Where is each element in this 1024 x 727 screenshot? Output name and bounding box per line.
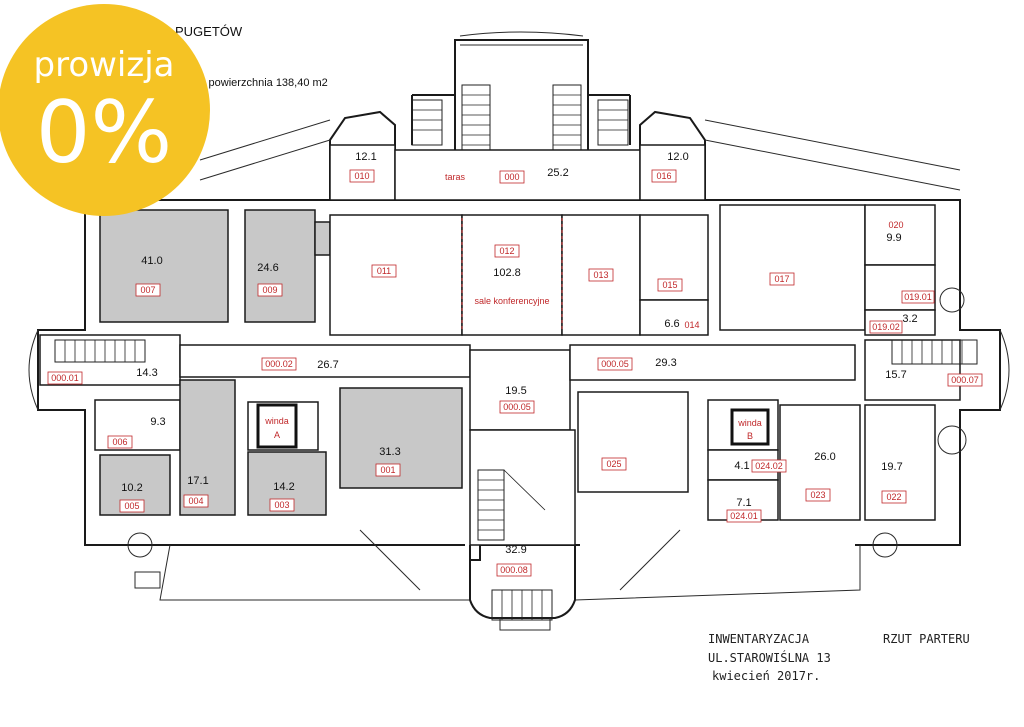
- code-012: 012: [499, 246, 514, 256]
- stamp-plan-name: RZUT PARTERU: [883, 632, 970, 646]
- code-011: 011: [377, 266, 391, 276]
- code-020: 020: [888, 220, 903, 230]
- label-taras: taras: [445, 172, 466, 182]
- elevator-a-label-1: winda: [264, 416, 289, 426]
- room-025[interactable]: [577, 391, 689, 493]
- stairs-main: [477, 469, 546, 541]
- code-003: 003: [274, 500, 289, 510]
- page-title: C PUGETÓW: [162, 24, 243, 39]
- code-023: 023: [810, 490, 825, 500]
- area-024-01: 7.1: [736, 497, 751, 509]
- stairs-south: [491, 589, 553, 621]
- badge-circle: [0, 4, 210, 216]
- code-024-01: 024.01: [730, 511, 758, 521]
- badge-line-1: prowizja: [34, 45, 175, 85]
- area-024-02: 4.1: [734, 460, 749, 472]
- code-017: 017: [774, 274, 789, 284]
- area-020: 9.9: [886, 232, 901, 244]
- rooms-layer: [39, 144, 961, 546]
- code-022: 022: [886, 492, 901, 502]
- room-009[interactable]: [244, 209, 316, 323]
- code-024-02: 024.02: [755, 461, 783, 471]
- code-004: 004: [188, 496, 203, 506]
- code-000-02: 000.02: [265, 359, 293, 369]
- area-info: y powierzchnia 138,40 m2: [200, 77, 328, 89]
- area-010: 12.1: [355, 151, 376, 163]
- rear-steps-right: [597, 99, 629, 146]
- elevator-a: winda A: [256, 403, 298, 449]
- code-000-08: 000.08: [500, 565, 528, 575]
- area-000-07: 15.7: [885, 369, 906, 381]
- area-023: 26.0: [814, 451, 835, 463]
- code-000: 000: [504, 172, 519, 182]
- code-019-02: 019.02: [872, 322, 900, 332]
- stamp-line-3: kwiecień 2017r.: [712, 669, 820, 683]
- code-013: 013: [593, 270, 608, 280]
- room-labels: 12.1 010 taras 000 25.2 12.0 016 41.0 00…: [47, 151, 983, 577]
- area-000-08: 32.9: [505, 544, 526, 556]
- elevator-a-label-2: A: [274, 430, 280, 440]
- code-025: 025: [606, 459, 621, 469]
- room-014[interactable]: [639, 299, 709, 336]
- area-004: 17.1: [187, 475, 208, 487]
- elevator-b-label-2: B: [747, 431, 753, 441]
- area-006: 9.3: [150, 416, 165, 428]
- area-000-05-hall: 19.5: [505, 385, 526, 397]
- room-012[interactable]: [461, 214, 563, 336]
- code-007: 007: [140, 285, 155, 295]
- code-016: 016: [656, 171, 671, 181]
- title-block: INWENTARYZACJA UL.STAROWIŚLNA 13 kwiecie…: [708, 632, 970, 683]
- code-000-01: 000.01: [51, 373, 79, 383]
- room-017[interactable]: [719, 204, 866, 331]
- badge-line-2: 0%: [36, 83, 172, 183]
- code-009: 009: [262, 285, 277, 295]
- room-000-07[interactable]: [864, 339, 961, 401]
- corridor-000-02[interactable]: [179, 344, 471, 378]
- elevator-b: winda B: [730, 408, 770, 446]
- area-000-05-corridor: 29.3: [655, 357, 676, 369]
- room-001[interactable]: [339, 387, 463, 489]
- area-001: 31.3: [379, 446, 400, 458]
- label-conference: sale konferencyjne: [474, 296, 549, 306]
- rear-steps-left: [411, 99, 443, 146]
- code-014: 014: [684, 320, 699, 330]
- area-012: 102.8: [493, 267, 521, 279]
- stairs-west: [54, 339, 146, 363]
- code-010: 010: [354, 171, 369, 181]
- area-000-01: 14.3: [136, 367, 157, 379]
- code-005: 005: [124, 501, 139, 511]
- area-009: 24.6: [257, 262, 278, 274]
- room-024-01[interactable]: [707, 479, 779, 521]
- stamp-line-1: INWENTARYZACJA: [708, 632, 810, 646]
- area-022: 19.7: [881, 461, 902, 473]
- area-005: 10.2: [121, 482, 142, 494]
- area-014: 6.6: [664, 318, 679, 330]
- code-015: 015: [662, 280, 677, 290]
- area-016: 12.0: [667, 151, 688, 163]
- room-020[interactable]: [864, 204, 936, 266]
- elevator-b-label-1: winda: [737, 418, 762, 428]
- code-001: 001: [380, 465, 395, 475]
- code-000-05-corridor: 000.05: [601, 359, 629, 369]
- code-000-07: 000.07: [951, 375, 979, 385]
- stamp-line-2: UL.STAROWIŚLNA 13: [708, 650, 831, 665]
- commission-badge: prowizja 0%: [0, 4, 210, 216]
- stairs-east: [891, 339, 978, 365]
- room-004[interactable]: [179, 379, 236, 516]
- code-000-05-hall: 000.05: [503, 402, 531, 412]
- code-019-01: 019.01: [904, 292, 932, 302]
- code-006: 006: [112, 437, 127, 447]
- area-252: 25.2: [547, 167, 568, 179]
- area-019-02: 3.2: [902, 313, 917, 325]
- area-000-02: 26.7: [317, 359, 338, 371]
- room-007[interactable]: [99, 209, 229, 323]
- area-003: 14.2: [273, 481, 294, 493]
- area-007: 41.0: [141, 255, 162, 267]
